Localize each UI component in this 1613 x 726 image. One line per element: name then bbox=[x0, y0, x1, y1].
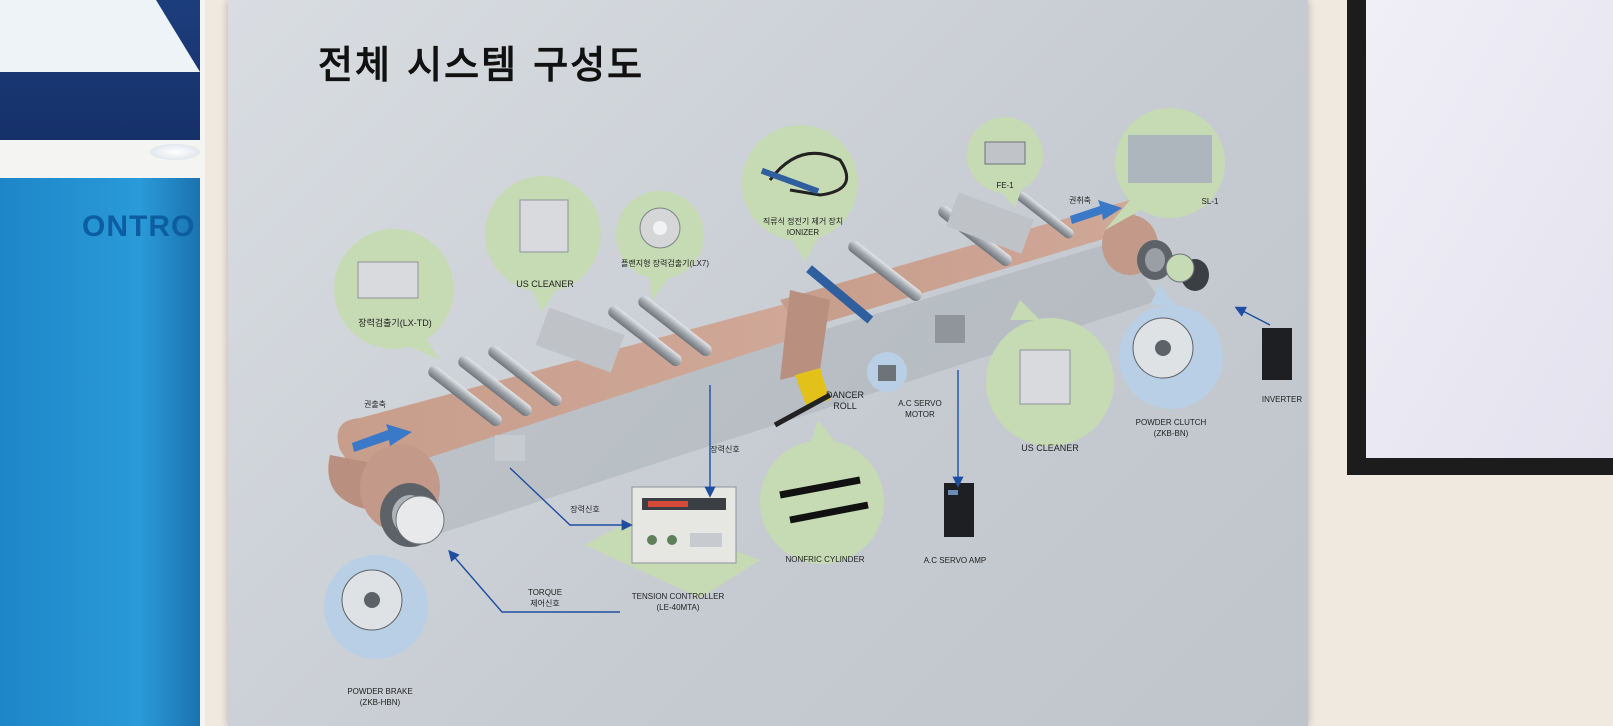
tension-controller-device bbox=[631, 486, 737, 564]
ceiling-lamp bbox=[150, 144, 200, 160]
powder-clutch-pointer bbox=[1150, 285, 1175, 305]
label-powder-clutch: POWDER CLUTCH (ZKB-BN) bbox=[1135, 418, 1207, 438]
booth-sign-text: ONTRO bbox=[82, 210, 196, 243]
signal-arrows bbox=[448, 306, 1271, 613]
label-flange-detector: 플랜지형 장력검출기(LX7) bbox=[620, 259, 710, 268]
rewind-roll bbox=[1102, 215, 1209, 291]
web-flow-arrow-right bbox=[1070, 200, 1122, 224]
servo-motor-unit bbox=[935, 315, 965, 343]
powder-clutch-on-roll bbox=[1165, 253, 1195, 283]
label-fe1: FE-1 bbox=[996, 181, 1014, 190]
label-us-cleaner-left: US CLEANER bbox=[516, 279, 574, 289]
label-tension-signal-left: 장력신호 bbox=[570, 505, 600, 514]
rollers bbox=[428, 191, 1074, 427]
label-sl1: SL-1 bbox=[1201, 197, 1219, 206]
label-ac-servo-motor: A.C SERVO MOTOR bbox=[898, 399, 942, 419]
label-us-cleaner-right: US CLEANER bbox=[1021, 443, 1079, 453]
inverter-device bbox=[1262, 328, 1292, 380]
label-powder-brake: POWDER BRAKE (ZKB-HBN) bbox=[347, 687, 413, 707]
label-torque-signal: TORQUE 제어신호 bbox=[527, 588, 563, 608]
label-inverter: INVERTER bbox=[1261, 395, 1303, 404]
label-dancer-roll: DANCER ROLL bbox=[825, 390, 864, 411]
powder-brake-on-roll bbox=[395, 495, 445, 545]
blue-booth-panel bbox=[0, 178, 200, 726]
label-tension-detector-td: 장력검출기(LX-TD) bbox=[358, 318, 432, 328]
label-tension-controller: TENSION CONTROLLER (LE-40MTA) bbox=[631, 592, 725, 612]
ionizer-bar bbox=[806, 265, 874, 324]
us-cleaner-unit-right bbox=[946, 192, 1034, 254]
monitor-screen bbox=[1366, 0, 1613, 458]
tension-sensor-box bbox=[495, 435, 525, 461]
web-flow-arrow-left bbox=[352, 424, 412, 452]
dancer-lever bbox=[773, 392, 832, 428]
label-ac-servo-amp: A.C SERVO AMP bbox=[923, 556, 987, 565]
us-cleaner-unit-left bbox=[535, 307, 625, 373]
label-ionizer: 직류식 정전기 제거 장치 IONIZER bbox=[762, 217, 844, 237]
dancer-roll-arm bbox=[795, 368, 830, 405]
poster-title: 전체 시스템 구성도 bbox=[318, 43, 645, 87]
label-nonfric-cylinder: NONFRIC CYLINDER bbox=[785, 555, 865, 564]
label-tension-signal-right: 장력신호 bbox=[710, 445, 740, 454]
label-unwind-axis: 권출축 bbox=[363, 400, 387, 409]
label-rewind-axis: 권취축 bbox=[1068, 196, 1092, 205]
device-images bbox=[341, 135, 1212, 631]
